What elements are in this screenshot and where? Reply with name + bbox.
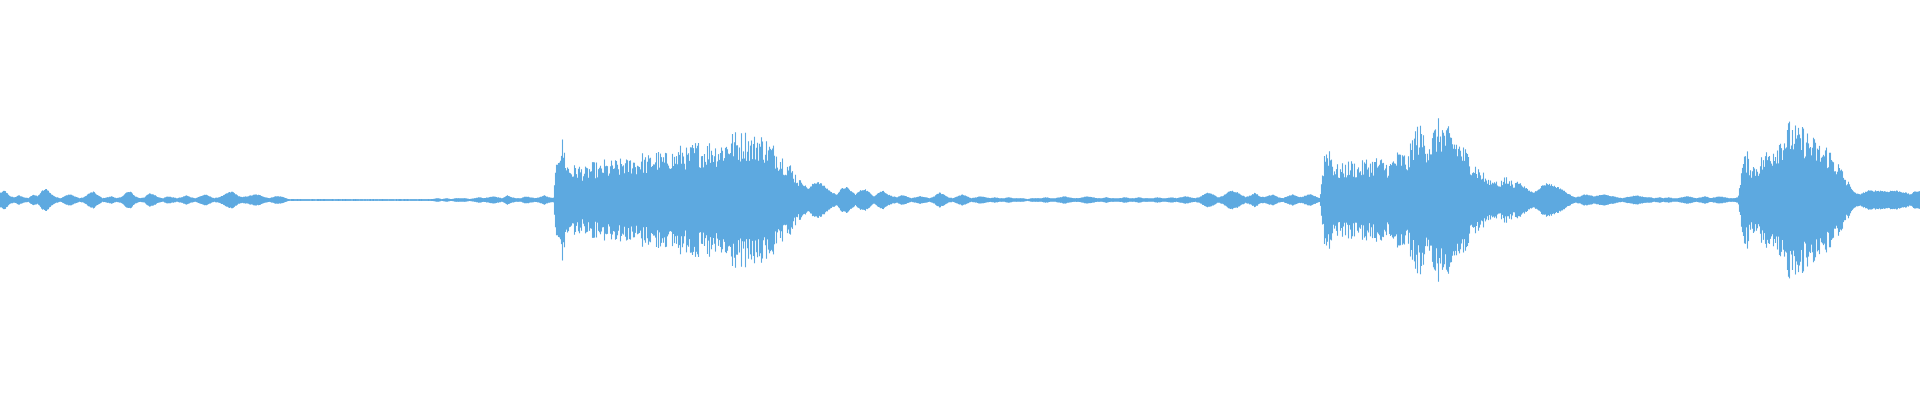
waveform-trace (0, 118, 1920, 282)
